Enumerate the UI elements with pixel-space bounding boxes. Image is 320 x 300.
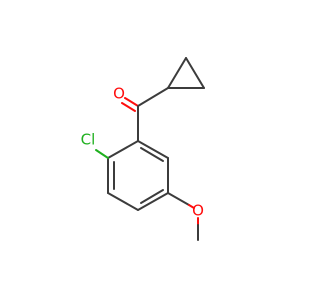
bond-ring-inner-3	[140, 147, 164, 162]
bond-ring-c6-c1	[137, 140, 169, 159]
methoxy-oxygen-label: O	[192, 202, 204, 220]
bond-methoxy-o-ring-side	[188, 204, 195, 209]
bond-ring-methoxy-o	[167, 192, 190, 206]
bond-carbonyl-cyclopropyl	[137, 87, 169, 107]
carbonyl-oxygen-label: O	[113, 85, 125, 103]
bond-cyclopropyl-2	[185, 57, 205, 89]
bond-carbonyl-double-2	[121, 102, 136, 112]
chlorine-label: Cl	[81, 131, 96, 149]
bond-ring-inner-2	[140, 189, 164, 204]
structure-canvas: O Cl O	[80, 57, 205, 241]
bond-carbonyl-double-1	[124, 97, 139, 107]
molecule-structure: O Cl O	[81, 57, 205, 241]
bond-cyclopropyl-1	[167, 57, 187, 89]
bond-chlorine	[95, 149, 109, 159]
bond-ring-c4-c5	[137, 192, 169, 211]
bond-ring-c1-c2	[107, 140, 139, 159]
bond-ring-c3-c4	[107, 192, 139, 211]
